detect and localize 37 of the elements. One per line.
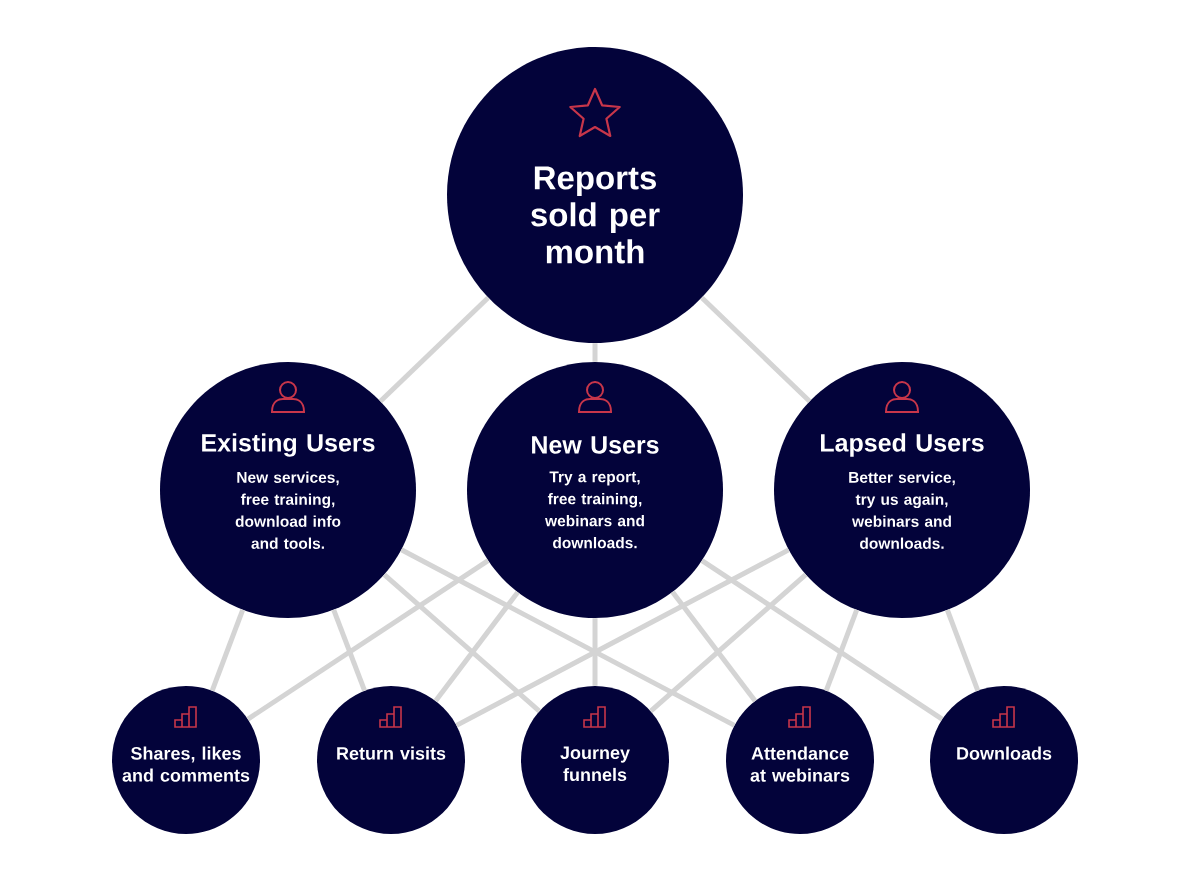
- metric-text: Attendance at webinars: [750, 746, 850, 782]
- connector-line: [592, 618, 598, 686]
- connector-line: [246, 558, 490, 722]
- connector-line: [700, 558, 944, 722]
- title-text: Reports sold per month: [531, 166, 660, 264]
- metric-text: Return visits: [337, 746, 446, 760]
- metric-text: Shares, likes and comments: [122, 746, 250, 782]
- connector-line: [378, 295, 490, 403]
- heading-text: Lapsed Users: [821, 433, 984, 457]
- connector-line: [649, 572, 808, 713]
- heading-text: New Users: [532, 436, 659, 454]
- connector-line: [592, 343, 598, 362]
- description-text: Try a report, free training, webinars and downloads.: [545, 471, 644, 549]
- connector-line: [700, 295, 812, 403]
- connector-line: [382, 572, 541, 713]
- connector-line: [331, 608, 367, 692]
- connector-line: [400, 547, 736, 728]
- connector-line: [433, 590, 520, 703]
- connector-line: [823, 609, 860, 692]
- segment-circle: [774, 362, 1030, 618]
- metric-circle: [930, 686, 1078, 834]
- metric-circle: [521, 686, 669, 834]
- segment-circle: [160, 362, 416, 618]
- connector-line: [455, 547, 790, 728]
- metric-circle: [317, 686, 465, 834]
- goal-circle: [447, 47, 743, 343]
- metric-text: Journey funnels: [560, 746, 630, 782]
- connector-line: [209, 609, 246, 692]
- segment-circle: [467, 362, 723, 618]
- description-text: New services, free training, download info and tools.: [235, 471, 341, 549]
- heading-text: Existing Users: [202, 433, 375, 457]
- connector-line: [945, 609, 981, 692]
- connector-line: [670, 590, 758, 703]
- metric-circle: [726, 686, 874, 834]
- description-text: Better service, try us again, webinars and downloads.: [849, 471, 955, 549]
- metric-text: Downloads: [957, 746, 1052, 760]
- metric-circle: [112, 686, 260, 834]
